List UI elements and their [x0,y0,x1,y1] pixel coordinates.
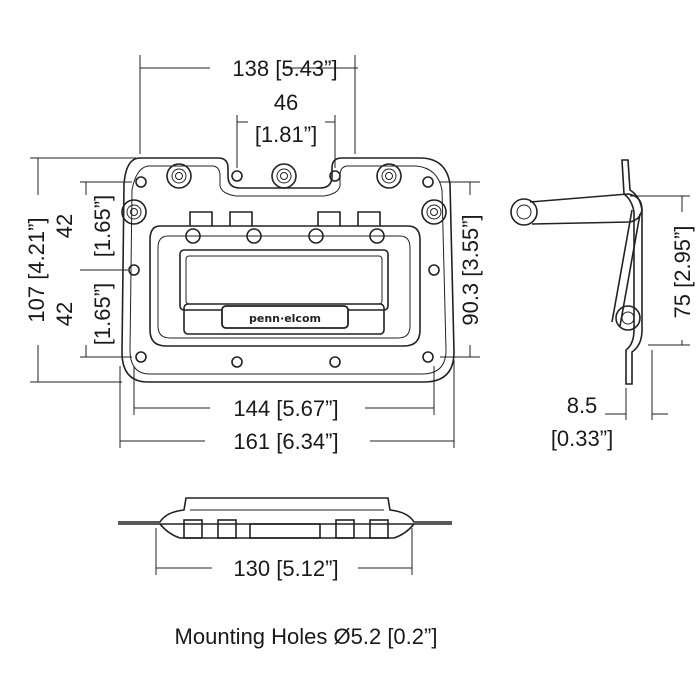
dim-depth-in: [0.33”] [551,426,613,451]
dim-hole-spacing-mm: 46 [274,90,298,115]
rivet-bosses [121,163,447,225]
front-dimension-lines [37,67,471,442]
brand-logo: penn·elcom [249,312,321,325]
dim-hole-spacing-in: [1.81”] [255,122,317,147]
dim-side-height: 75 [2.95”] [670,226,695,319]
mounting-holes-caption: Mounting Holes Ø5.2 [0.2”] [175,624,438,649]
dim-height-total: 107 [4.21”] [24,217,49,322]
handle-recess: penn·elcom [149,211,421,347]
plate-inner-outline [129,165,447,375]
dim-width-top: 138 [5.43”] [232,56,337,81]
dim-depth-mm: 8.5 [567,393,598,418]
dim-inner-width: 144 [5.67”] [233,396,338,421]
side-handle-arm [529,193,643,225]
plate-outline [121,157,455,383]
mounting-holes [128,170,440,368]
dim-right-height: 90.3 [3.55”] [458,214,483,325]
front-extension-lines [30,55,480,448]
dim-upper-mm: 42 [52,214,77,238]
front-view: penn·elcom [24,55,483,454]
dim-lower-mm: 42 [52,302,77,326]
dim-lower-in: [1.65”] [90,283,115,345]
bottom-view: 130 [5.12”] [118,497,452,581]
dim-bottom-width: 130 [5.12”] [233,556,338,581]
side-view: 75 [2.95”] 8.5 [0.33”] [510,159,695,451]
dim-upper-in: [1.65”] [90,195,115,257]
dim-overall-width: 161 [6.34”] [233,429,338,454]
